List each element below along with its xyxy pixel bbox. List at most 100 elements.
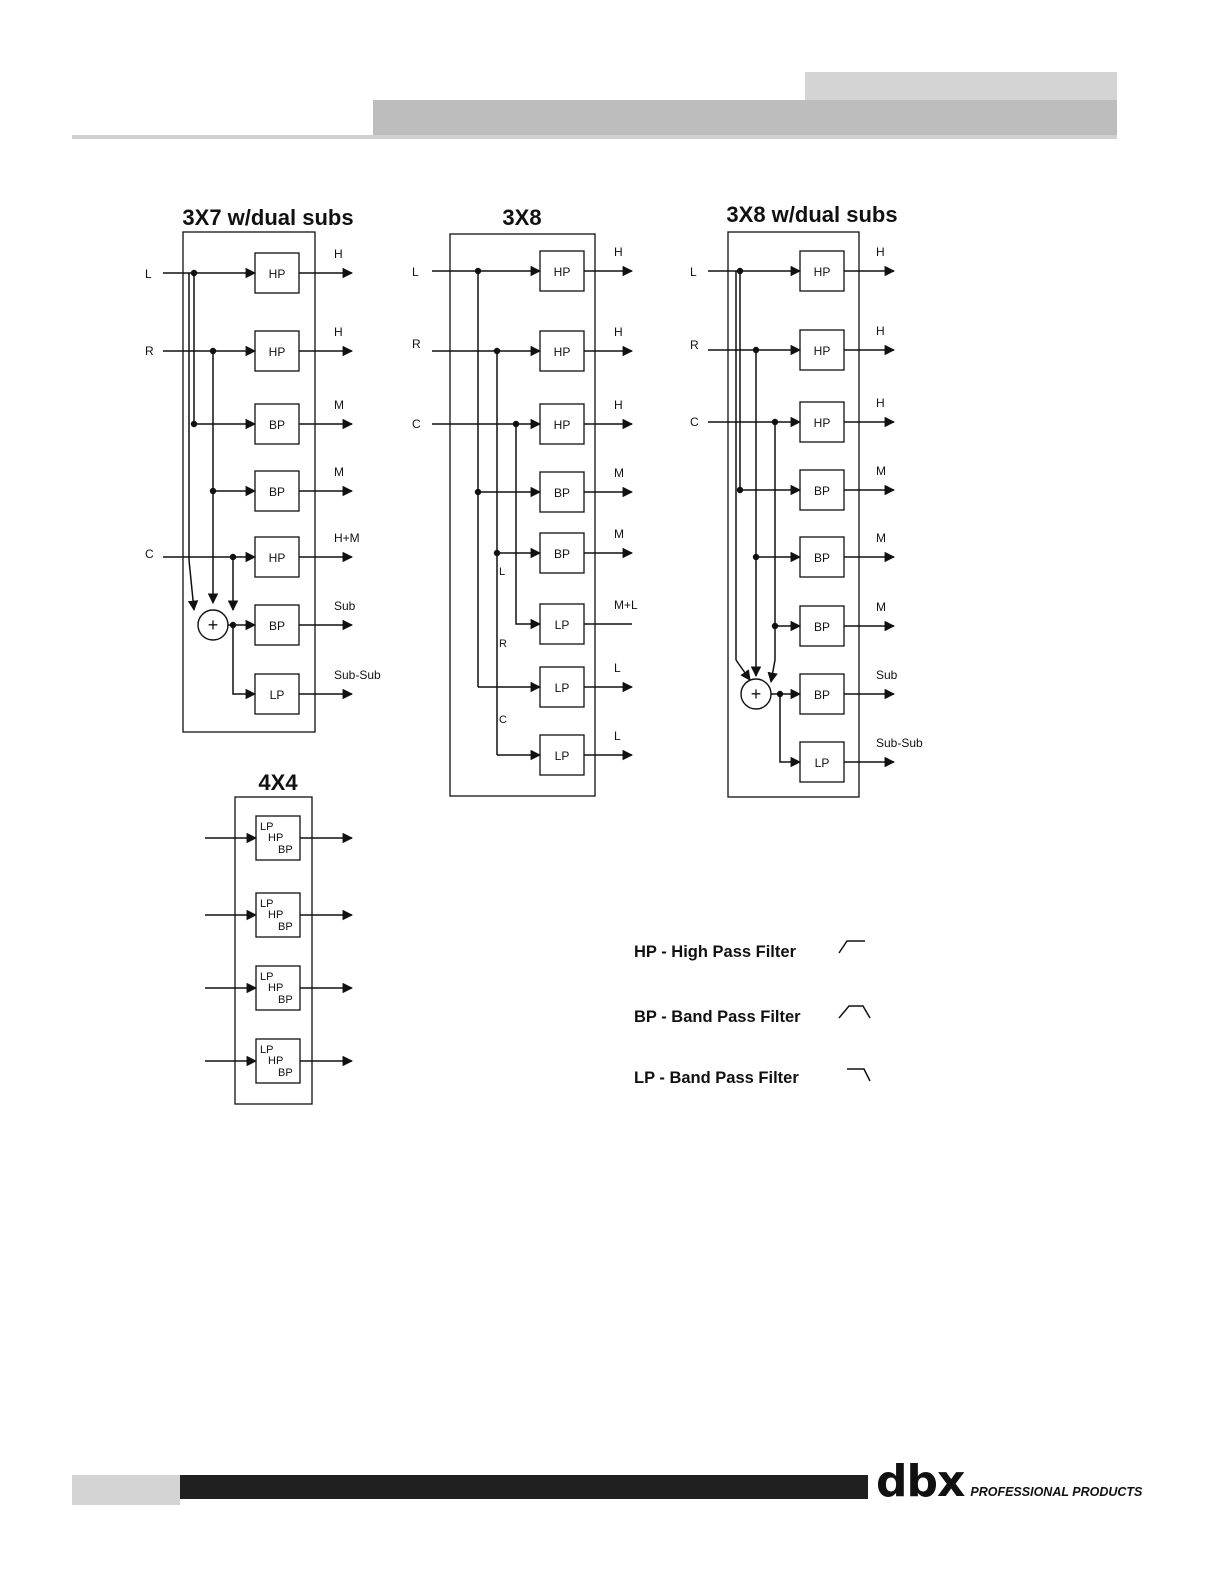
output-label: H <box>876 324 885 338</box>
input-label-l: L <box>690 265 697 279</box>
output-label: L <box>614 729 621 743</box>
output-label: M <box>614 527 624 541</box>
header-light-bar <box>805 72 1117 104</box>
junction-dot <box>474 267 482 275</box>
filter-label: BP <box>814 551 830 565</box>
brand-logo: dbx PROFESSIONAL PRODUCTS <box>876 1460 1142 1504</box>
wire <box>515 424 542 630</box>
filter-label-lp: LP <box>260 898 273 910</box>
output-label: H <box>334 247 343 261</box>
filter-label: HP <box>269 551 286 565</box>
diagram-3x7-dual-subs: 3X7 w/dual subsHPHHPHBPMBPMHPH+MBPSubLPS… <box>145 205 381 733</box>
hp-response-icon <box>838 940 865 954</box>
junction-dot <box>474 488 482 496</box>
junction-dot <box>493 549 501 557</box>
input-label-r: R <box>690 338 699 352</box>
diagram-title: 3X7 w/dual subs <box>182 205 353 230</box>
diagram-frame <box>234 796 313 1105</box>
filter-label: BP <box>814 620 830 634</box>
output-label: M <box>876 464 886 478</box>
filter-label-hp: HP <box>268 1055 283 1067</box>
filter-label: LP <box>815 756 830 770</box>
brand-tagline: PROFESSIONAL PRODUCTS <box>970 1485 1143 1499</box>
junction-dot <box>752 346 760 354</box>
summing-symbol: + <box>751 684 762 704</box>
junction-dot <box>512 420 520 428</box>
footer-light-bar <box>72 1475 180 1505</box>
filter-label: BP <box>814 484 830 498</box>
filter-label: HP <box>814 416 831 430</box>
filter-label: BP <box>554 486 570 500</box>
output-label: M <box>334 465 344 479</box>
wire-label-r: R <box>499 638 507 650</box>
output-label: M <box>876 600 886 614</box>
diagram-frame <box>727 231 860 798</box>
filter-label: BP <box>269 619 285 633</box>
filter-label-hp: HP <box>268 982 283 994</box>
junction-dot <box>190 420 198 428</box>
input-label-r: R <box>412 337 421 351</box>
diagram-frame <box>449 233 596 797</box>
filter-label-hp: HP <box>268 909 283 921</box>
junction-dot <box>493 347 501 355</box>
filter-legend: HP - High Pass Filter BP - Band Pass Filt… <box>634 940 871 1087</box>
filter-label-bp: BP <box>278 994 293 1006</box>
filter-label: BP <box>269 485 285 499</box>
output-label: L <box>614 661 621 675</box>
output-label: Sub-Sub <box>876 736 923 750</box>
filter-label-bp: BP <box>278 1067 293 1079</box>
filter-label: BP <box>269 418 285 432</box>
output-label: Sub-Sub <box>334 668 381 682</box>
diagram-3x8-dual-subs: 3X8 w/dual subsHPHHPHHPHBPMBPMBPMBPSubLP… <box>690 202 923 798</box>
filter-label: BP <box>554 547 570 561</box>
legend-item-bp: BP - Band Pass Filter <box>634 1008 801 1026</box>
output-label: Sub <box>876 668 898 682</box>
diagram-title: 4X4 <box>258 770 298 795</box>
header-rule <box>72 135 1117 139</box>
legend-item-lp: LP - Band Pass Filter <box>634 1069 799 1087</box>
filter-label: HP <box>554 265 571 279</box>
filter-label-lp: LP <box>260 971 273 983</box>
filter-label: HP <box>814 265 831 279</box>
wire <box>735 659 751 681</box>
filter-label-bp: BP <box>278 844 293 856</box>
lp-response-icon <box>847 1068 871 1082</box>
input-label-l: L <box>145 267 152 281</box>
input-label-r: R <box>145 344 154 358</box>
filter-label: LP <box>555 618 570 632</box>
output-label: M <box>876 531 886 545</box>
summing-symbol: + <box>208 615 219 635</box>
output-label: M+L <box>614 598 638 612</box>
bp-response-icon <box>838 1005 871 1019</box>
output-label: M <box>614 466 624 480</box>
input-label-l: L <box>412 265 419 279</box>
output-label: H <box>614 245 623 259</box>
junction-dot <box>190 269 198 277</box>
input-label-c: C <box>412 417 421 431</box>
filter-label: HP <box>554 345 571 359</box>
wire-label-l: L <box>499 566 505 578</box>
junction-dot <box>771 418 779 426</box>
output-label: Sub <box>334 599 356 613</box>
wire <box>779 694 802 768</box>
junction-dot <box>736 267 744 275</box>
output-label: H <box>614 398 623 412</box>
filter-label: HP <box>269 267 286 281</box>
diagram-frame <box>182 231 316 733</box>
filter-label: BP <box>814 688 830 702</box>
legend-item-hp: HP - High Pass Filter <box>634 943 797 961</box>
wire <box>187 559 199 612</box>
output-label: H <box>876 245 885 259</box>
filter-label-lp: LP <box>260 1044 273 1056</box>
filter-label: HP <box>269 345 286 359</box>
filter-label-lp: LP <box>260 821 273 833</box>
output-label: H+M <box>334 531 360 545</box>
output-label: M <box>334 398 344 412</box>
output-label: H <box>614 325 623 339</box>
junction-dot <box>736 486 744 494</box>
wire-label-c: C <box>499 714 507 726</box>
footer-dark-bar <box>180 1475 868 1499</box>
